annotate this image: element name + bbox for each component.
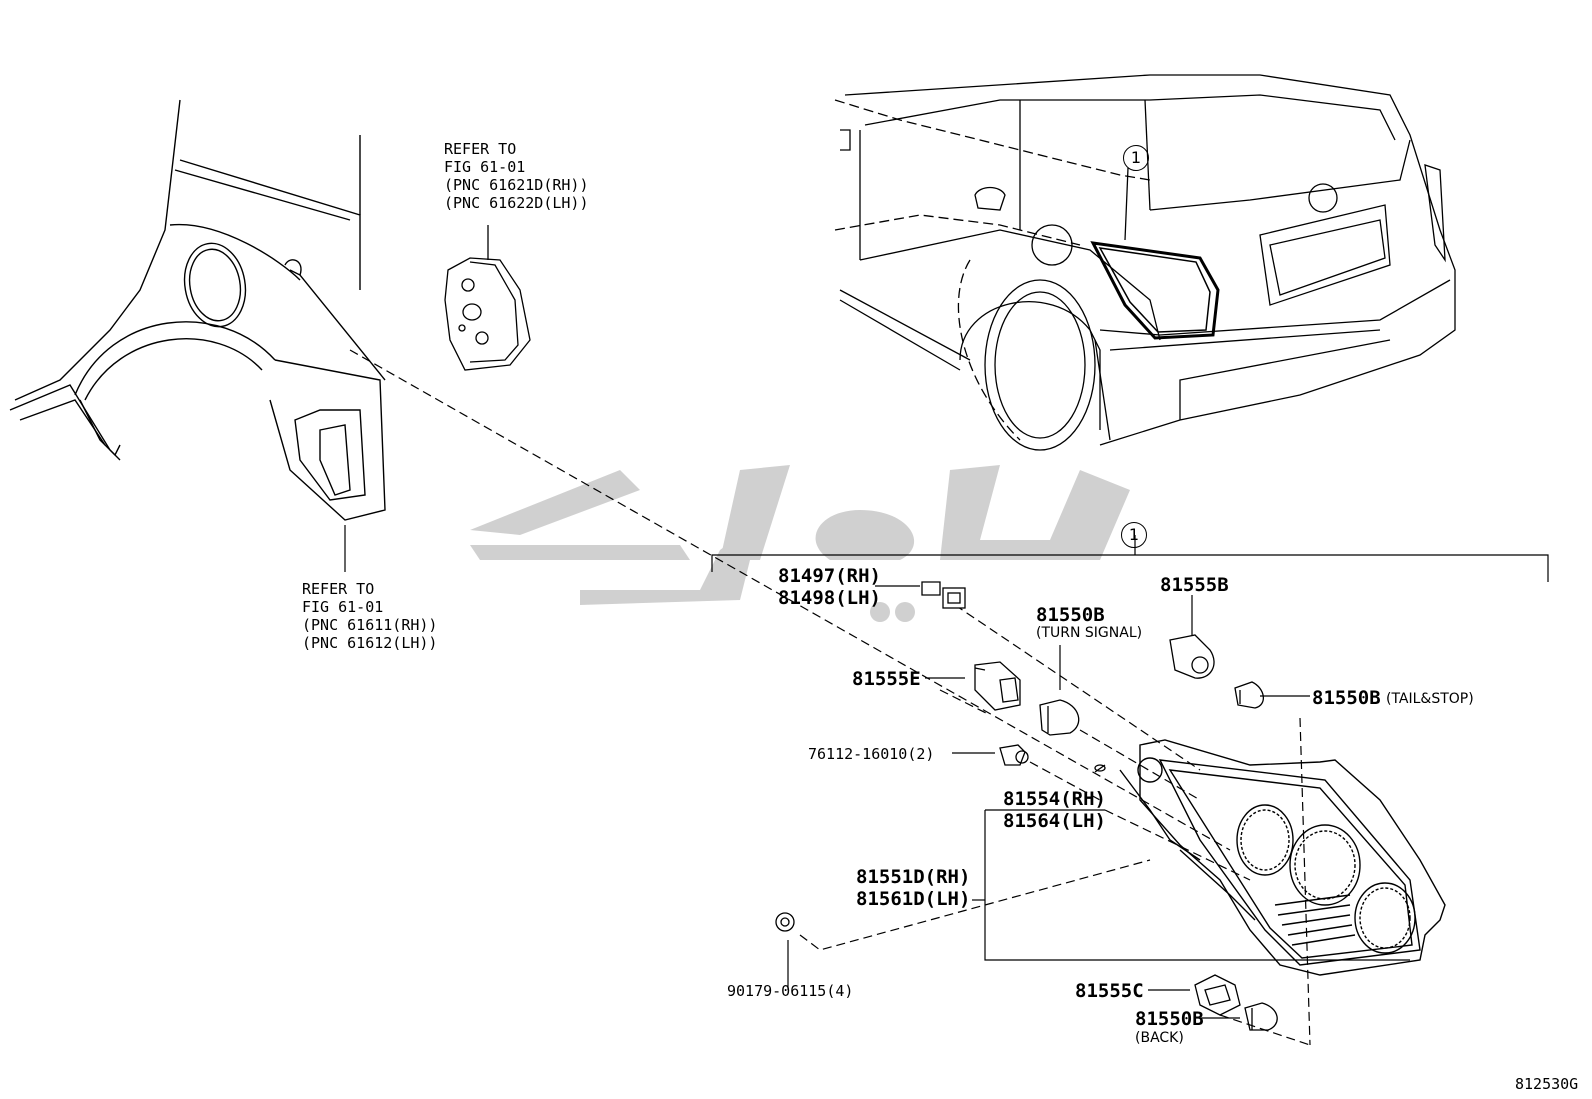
- refer-top-line2: FIG 61-01: [444, 158, 526, 176]
- part-81555C[interactable]: 81555C: [1075, 980, 1144, 1002]
- lamp-bracket-drawing: [444, 225, 531, 371]
- small-parts: [775, 581, 1278, 1031]
- watermark-logo: [470, 465, 1130, 622]
- part-81550B-back[interactable]: 81550B: [1135, 1008, 1204, 1030]
- refer-top-line3: (PNC 61621D(RH)): [444, 176, 589, 194]
- part-90179[interactable]: 90179-06115(4): [727, 982, 854, 1000]
- label-turn-signal: (TURN SIGNAL): [1036, 625, 1143, 641]
- car-rear-drawing: [834, 74, 1456, 451]
- label-tail-stop: (TAIL&STOP): [1386, 691, 1474, 707]
- quarter-panel-drawing: [9, 99, 386, 521]
- part-81497[interactable]: 81497(RH): [778, 565, 881, 587]
- part-81555B[interactable]: 81555B: [1160, 574, 1229, 596]
- figure-code: 812530G: [1515, 1075, 1579, 1093]
- tail-lamp-assembly: [1119, 739, 1446, 976]
- part-81550B-turn[interactable]: 81550B: [1036, 604, 1105, 626]
- callout-marker-car: 1: [1123, 145, 1149, 171]
- part-81564[interactable]: 81564(LH): [1003, 810, 1106, 832]
- refer-bottom-line3: (PNC 61611(RH)): [302, 616, 438, 634]
- part-81550B-tail[interactable]: 81550B: [1312, 687, 1381, 709]
- refer-top-line1: REFER TO: [444, 140, 517, 158]
- part-81498[interactable]: 81498(LH): [778, 587, 881, 609]
- refer-bottom-line1: REFER TO: [302, 580, 375, 598]
- refer-bottom-line2: FIG 61-01: [302, 598, 384, 616]
- label-back: (BACK): [1135, 1030, 1184, 1046]
- refer-bottom-line4: (PNC 61612(LH)): [302, 634, 438, 652]
- part-81551D[interactable]: 81551D(RH): [856, 866, 971, 888]
- part-76112[interactable]: 76112-16010(2): [808, 745, 935, 763]
- part-81554[interactable]: 81554(RH): [1003, 788, 1106, 810]
- part-81555E[interactable]: 81555E: [852, 668, 921, 690]
- refer-top-line4: (PNC 61622D(LH)): [444, 194, 589, 212]
- callout-marker-group: 1: [1121, 522, 1147, 548]
- leader-lines: [344, 349, 1549, 1046]
- part-81561D[interactable]: 81561D(LH): [856, 888, 971, 910]
